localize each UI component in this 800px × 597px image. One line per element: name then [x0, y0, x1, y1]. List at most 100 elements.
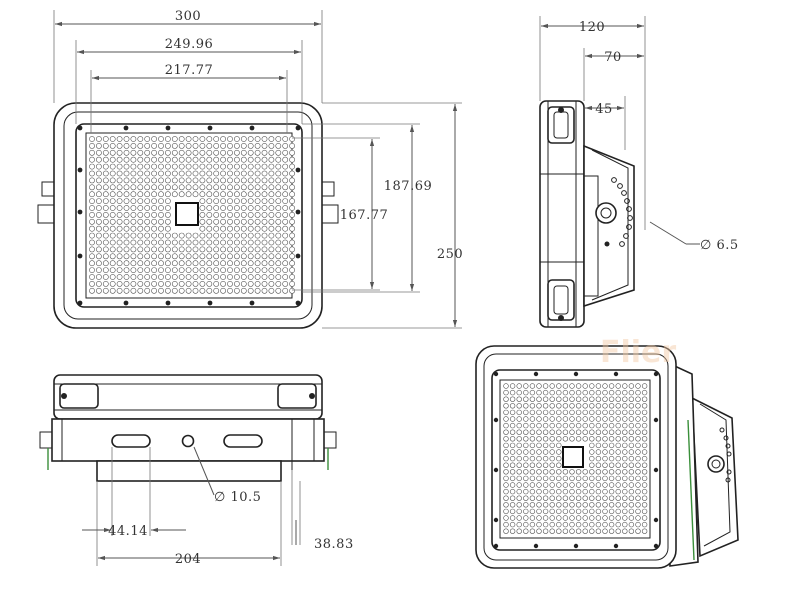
led-dot [178, 287, 185, 294]
led-dot [523, 488, 529, 495]
led-dot [536, 396, 542, 402]
led-dot [192, 274, 199, 280]
led-dot [171, 267, 178, 273]
led-dot [144, 260, 151, 267]
led-dot [178, 163, 185, 170]
led-dot [171, 177, 178, 184]
led-dot [158, 211, 164, 218]
led-dot [123, 211, 130, 218]
led-dot [562, 515, 569, 521]
led-dot [516, 429, 522, 435]
led-dot [151, 246, 157, 253]
led-dot [516, 389, 522, 396]
led-dot [213, 177, 220, 184]
led-dot [556, 488, 562, 495]
led-dot [158, 177, 164, 184]
led-dot [275, 177, 282, 184]
led-dot [635, 416, 641, 422]
led-dot [109, 211, 116, 218]
led-dot [233, 156, 240, 163]
led-dot [254, 191, 261, 198]
led-dot [220, 136, 226, 142]
led-dot [275, 136, 282, 142]
led-dot [130, 184, 137, 191]
led-dot [595, 488, 602, 495]
led-dot [206, 191, 213, 198]
led-dot [569, 409, 575, 416]
led-dot [220, 225, 226, 232]
led-dot [199, 280, 206, 287]
angle-hole [725, 443, 731, 449]
led-dot [536, 521, 542, 528]
led-dot [89, 184, 95, 191]
iso-pivot-knob [707, 455, 725, 473]
led-dot [171, 136, 178, 142]
led-dot [569, 429, 575, 435]
led-dot [96, 253, 102, 260]
led-dot [615, 396, 621, 402]
led-dot [123, 274, 130, 280]
led-dot [185, 170, 192, 177]
led-dot [282, 163, 289, 170]
led-dot [247, 280, 254, 287]
led-dot [582, 488, 588, 495]
led-dot [151, 191, 157, 198]
screw-dot [493, 417, 499, 423]
led-dot [199, 211, 206, 218]
led-dot [575, 475, 582, 482]
side-view [539, 100, 635, 328]
led-dot [164, 184, 171, 191]
led-dot [268, 170, 275, 177]
led-dot [523, 482, 529, 488]
led-dot [199, 267, 206, 273]
screw-dot [123, 125, 129, 131]
screw-dot [653, 467, 659, 473]
led-dot [220, 198, 226, 204]
led-dot [595, 502, 602, 508]
led-dot [164, 156, 171, 163]
bottom-center-hole [181, 434, 195, 448]
front-view [37, 102, 339, 329]
led-dot [268, 149, 275, 156]
led-dot [503, 389, 509, 396]
led-dot [254, 280, 261, 287]
led-dot [220, 232, 226, 239]
led-dot [144, 191, 151, 198]
led-dot [240, 163, 247, 170]
led-dot [516, 403, 522, 409]
led-dot [615, 389, 621, 396]
led-dot [185, 191, 192, 198]
led-dot [247, 267, 254, 273]
led-dot [96, 198, 102, 204]
led-dot [123, 267, 130, 273]
led-dot [102, 163, 109, 170]
led-dot [503, 482, 509, 488]
led-dot [595, 389, 602, 396]
led-dot [602, 528, 608, 534]
led-dot [549, 528, 555, 534]
led-dot [282, 218, 289, 225]
led-dot [261, 142, 268, 149]
led-dot [109, 280, 116, 287]
led-dot [247, 274, 254, 280]
led-dot [529, 389, 536, 396]
led-dot [595, 521, 602, 528]
led-dot [109, 239, 116, 246]
led-dot [562, 502, 569, 508]
led-dot [542, 449, 549, 455]
led-dot [89, 274, 95, 280]
led-dot [282, 205, 289, 211]
led-dot [102, 287, 109, 294]
led-dot [192, 253, 199, 260]
led-dot [109, 191, 116, 198]
led-dot [254, 163, 261, 170]
led-dot [261, 232, 268, 239]
bottom-dimensions: 204 44.14 ∅ 10.5 38.83 [82, 446, 353, 567]
led-dot [282, 177, 289, 184]
led-dot [89, 136, 95, 142]
led-dot [542, 416, 549, 422]
led-dot [582, 403, 588, 409]
led-dot [233, 211, 240, 218]
led-dot [247, 170, 254, 177]
led-dot [247, 191, 254, 198]
